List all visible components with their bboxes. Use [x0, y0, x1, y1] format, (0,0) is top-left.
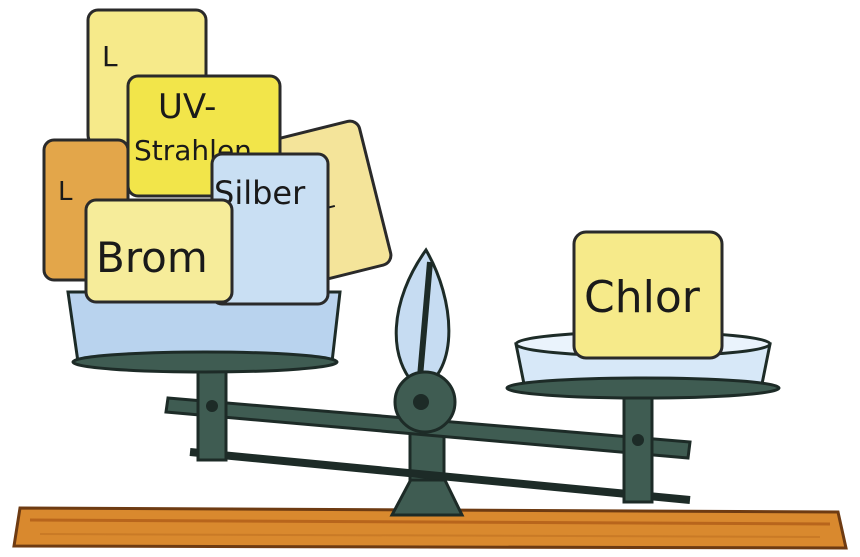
block-mark: L [102, 40, 118, 73]
right-pan-support [624, 392, 652, 502]
uv-label-line1: UV- [158, 87, 216, 127]
block-mark: L [58, 177, 73, 207]
chlor-label: Chlor [584, 272, 701, 323]
left-block-stack: L L L UV- Strahlen Silber Brom [44, 10, 393, 304]
block-chlor: Chlor [574, 232, 722, 358]
block-brom: Brom [86, 200, 232, 302]
brom-label: Brom [96, 233, 208, 282]
left-pan-support [198, 360, 226, 460]
